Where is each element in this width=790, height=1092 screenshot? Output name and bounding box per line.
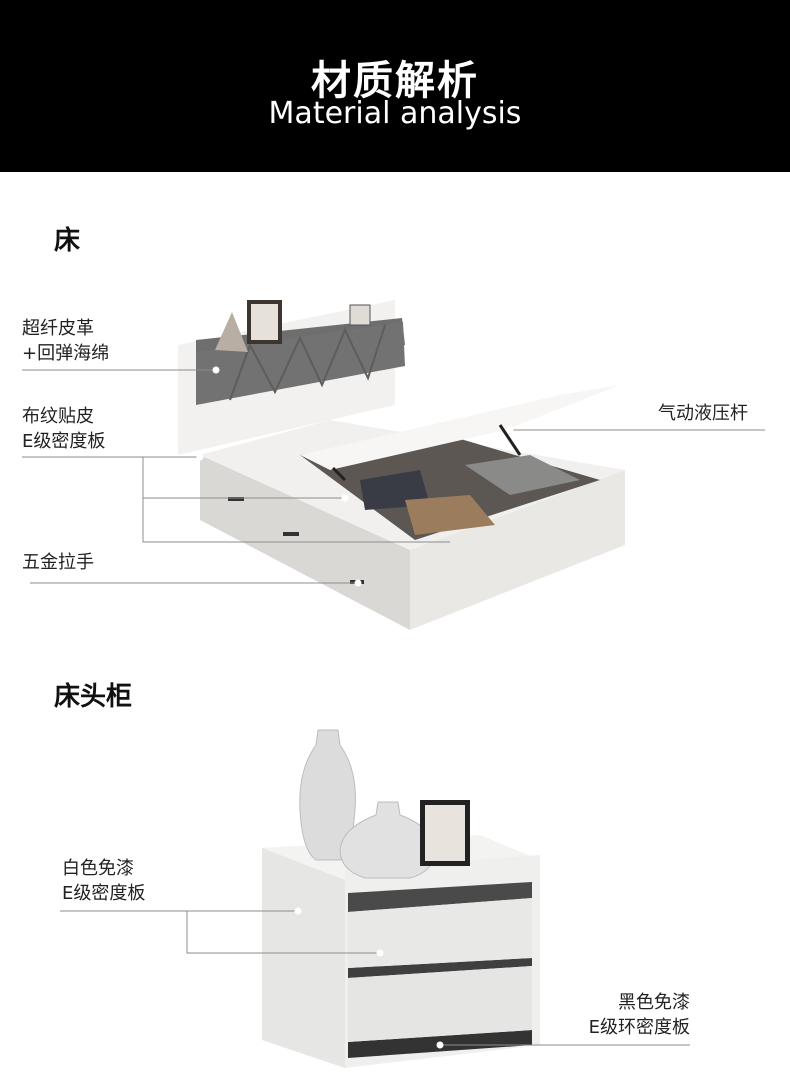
label-leather-line2: +回弹海绵	[22, 343, 110, 364]
headboard-stitching	[229, 324, 386, 401]
tall-vase	[299, 729, 356, 861]
nightstand-side-panel	[262, 848, 345, 1068]
label-white-line2: E级密度板	[62, 883, 146, 904]
nightstand-leader-lines	[60, 907, 690, 1049]
label-veneer-line1: 布纹贴皮	[22, 406, 94, 427]
nightstand-section-title: 床头柜	[54, 682, 133, 712]
drawer-handle	[228, 497, 244, 501]
headboard-cushion	[196, 322, 405, 405]
label-black-board: 黑色免漆 E级环密度板	[574, 990, 690, 1040]
label-leather-line1: 超纤皮革	[22, 318, 94, 339]
label-gas-strut: 气动液压杆	[658, 403, 748, 424]
storage-blanket-gray	[465, 455, 580, 495]
bed-base-front	[410, 470, 625, 630]
nightstand-image	[262, 729, 540, 1068]
header-title-cn: 材质解析	[311, 58, 479, 104]
bed-leader-lines	[22, 366, 765, 587]
drawer-top	[348, 898, 532, 968]
bed-image	[178, 300, 625, 630]
header-title-en: Material analysis	[268, 96, 522, 131]
label-veneer-line2: E级密度板	[22, 431, 106, 452]
label-handle: 五金拉手	[22, 552, 94, 573]
gas-strut	[498, 424, 522, 456]
label-white-board: 白色免漆 E级密度板	[62, 856, 145, 906]
label-veneer: 布纹贴皮 E级密度板	[22, 404, 105, 454]
dark-strip-middle	[348, 958, 532, 978]
decor-letter-a	[215, 312, 248, 352]
label-black-line2: E级环密度板	[588, 1017, 690, 1038]
decor-small-frame	[349, 304, 371, 326]
dark-strip-top	[348, 882, 532, 912]
label-black-line1: 黑色免漆	[618, 992, 690, 1013]
header-banner: 材质解析 Material analysis	[0, 0, 790, 172]
label-leather: 超纤皮革 +回弹海绵	[22, 316, 109, 366]
lifted-platform	[300, 385, 620, 470]
storage-blanket-brown	[405, 495, 495, 535]
bed-section-title: 床	[54, 226, 81, 256]
label-white-line1: 白色免漆	[62, 858, 134, 879]
drawer-bottom	[348, 966, 532, 1042]
